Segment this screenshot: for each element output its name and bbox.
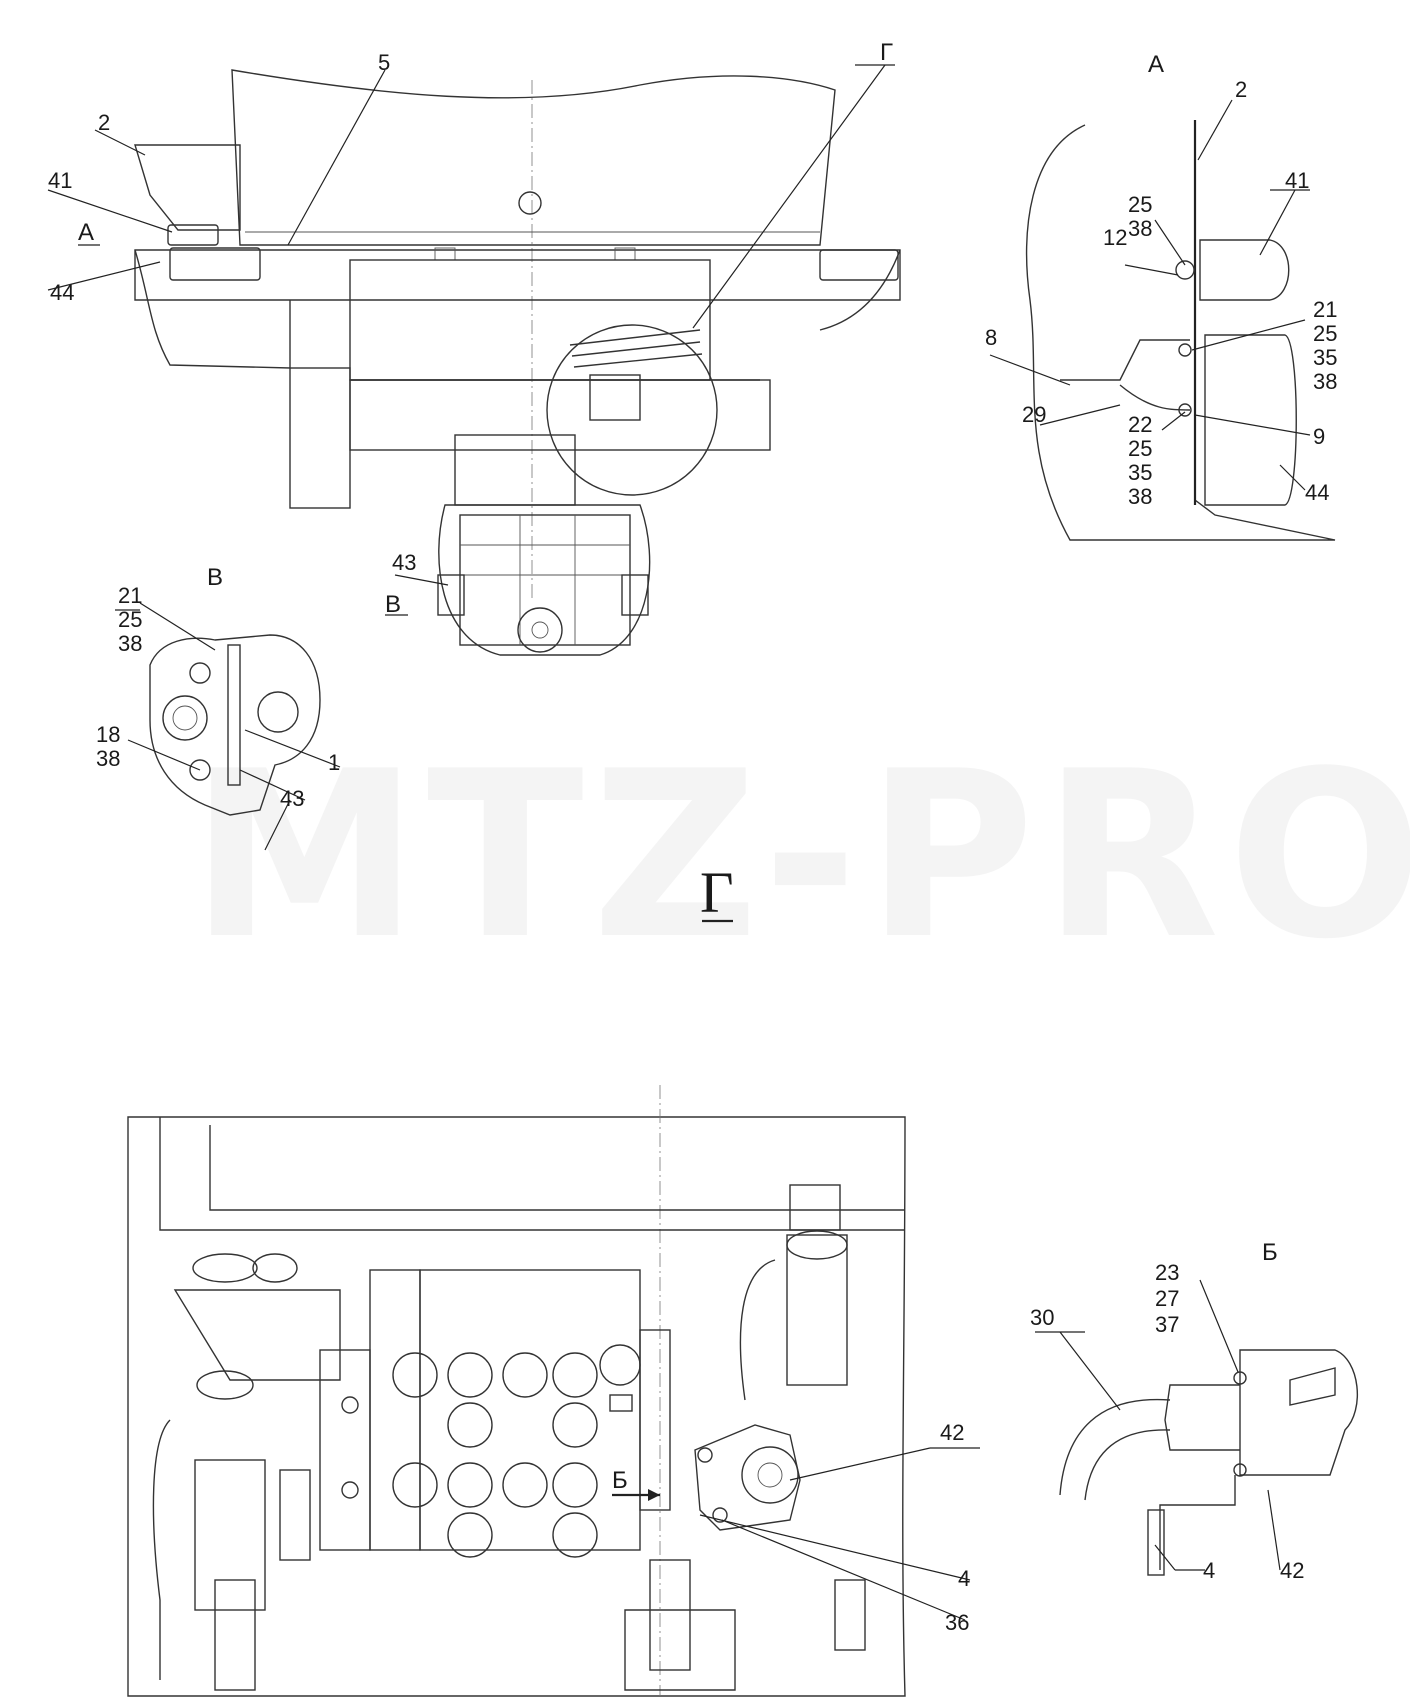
view-v-callout-1: 1 [328,750,340,775]
view-a-callout-41: 41 [1285,168,1309,193]
view-a-stack-2-c: 35 [1313,345,1337,370]
view-b-drawing [1035,1279,1358,1576]
view-a-callout-2: 2 [1235,77,1247,102]
view-v-stack-1-c: 38 [118,631,142,656]
view-a-stack-1-a: 25 [1128,192,1152,217]
view-a-stack-3-c: 35 [1128,460,1152,485]
view-b-callout-42: 42 [1280,1558,1304,1583]
view-g-callout-42: 42 [940,1420,964,1445]
view-g-arrow-label: Б [612,1467,628,1494]
view-a-callout-9: 9 [1313,424,1325,449]
view-b-title: Б [1262,1239,1278,1266]
view-a-stack-2-d: 38 [1313,369,1337,394]
view-a-stack-3-a: 22 [1128,412,1152,437]
view-a-callout-44: 44 [1305,480,1329,505]
view-a-drawing [989,99,1336,541]
view-v-stack-1-a: 21 [118,583,142,608]
view-v-stack-2-b: 38 [96,746,120,771]
view-a-stack-2-a: 21 [1313,297,1337,322]
view-g-callout-36: 36 [945,1610,969,1635]
view-a-callout-29: 29 [1022,402,1046,427]
view-a-stack-3-b: 25 [1128,436,1152,461]
view-ref-gamma: Г [880,39,893,66]
view-g-title: Г [700,860,734,925]
callout-44: 44 [50,280,74,305]
view-v-drawing [115,602,341,851]
view-a-callout-8: 8 [985,325,997,350]
view-ref-a: А [78,219,94,246]
callout-41: 41 [48,168,72,193]
view-v-callout-43: 43 [280,786,304,811]
view-v-stack-1-b: 25 [118,607,142,632]
view-a-stack-1-b: 38 [1128,216,1152,241]
callout-2: 2 [98,110,110,135]
view-ref-v: В [385,591,401,618]
view-b-callout-30: 30 [1030,1305,1054,1330]
view-a-title: А [1148,51,1164,78]
view-g-callout-4: 4 [958,1566,970,1591]
main-assembly-view [47,64,901,656]
view-b-stack-1-b: 27 [1155,1286,1179,1311]
view-g-drawing [127,1085,980,1697]
view-a-stack-2-b: 25 [1313,321,1337,346]
view-v-title: В [207,564,223,591]
view-a-stack-3-d: 38 [1128,484,1152,509]
watermark: MTZ-PRO [190,723,1410,990]
view-a-callout-12: 12 [1103,225,1127,250]
callout-5: 5 [378,50,390,75]
view-b-stack-1-a: 23 [1155,1260,1179,1285]
view-b-callout-4: 4 [1203,1558,1215,1583]
callout-43: 43 [392,550,416,575]
view-v-stack-2-a: 18 [96,722,120,747]
view-b-stack-1-c: 37 [1155,1312,1179,1337]
